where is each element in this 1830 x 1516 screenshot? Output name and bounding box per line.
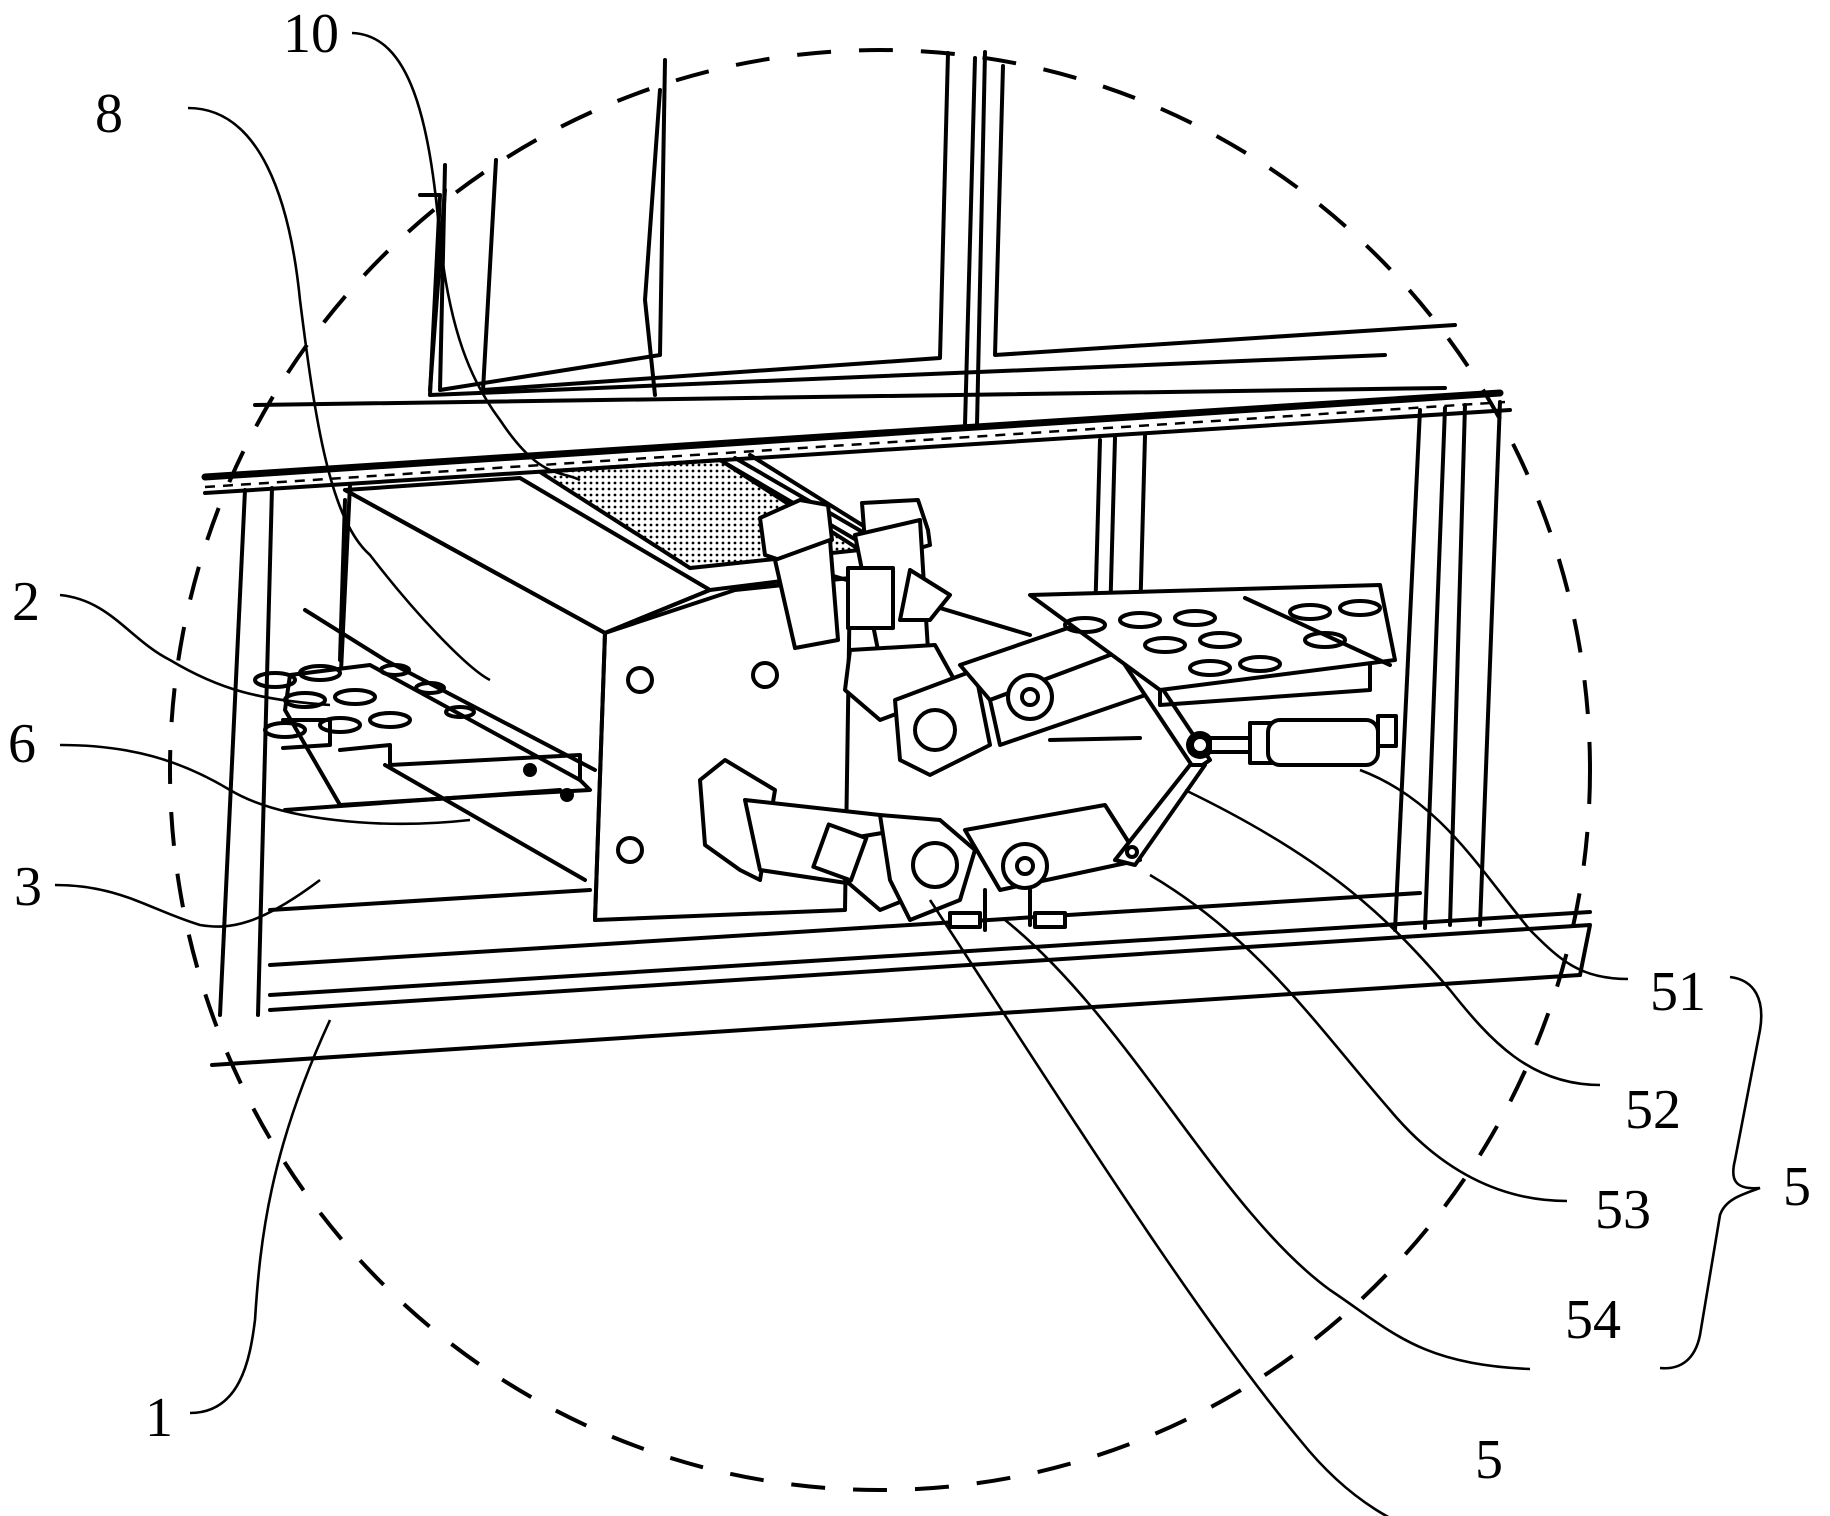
- cylinder-51: [1208, 714, 1398, 767]
- frame-uprights: [218, 400, 1502, 1017]
- label-51: 51: [1650, 961, 1706, 1023]
- leader-lines: [54, 31, 1629, 1516]
- clamp-6: [698, 758, 1142, 932]
- right-tray: [1028, 583, 1397, 742]
- left-tray: [253, 498, 597, 882]
- label-6: 5: [1475, 1429, 1503, 1491]
- label-5: 5: [1783, 1156, 1811, 1218]
- upper-window-frames: [253, 50, 1457, 427]
- label-1: 1: [145, 1387, 173, 1449]
- group-brace: [1659, 975, 1763, 1370]
- detail-circle: [168, 48, 1592, 1492]
- label-54: 54: [1565, 1289, 1621, 1351]
- label-53: 53: [1595, 1179, 1651, 1241]
- label-8: 6: [8, 713, 36, 775]
- label-2: 2: [12, 571, 40, 633]
- top-beam: [201, 389, 1512, 495]
- bottom-base: [210, 888, 1592, 1067]
- label-52: 52: [1625, 1079, 1681, 1141]
- label-3: 3: [14, 856, 42, 918]
- label-10: 8: [95, 83, 123, 145]
- label-11: 10: [283, 3, 339, 65]
